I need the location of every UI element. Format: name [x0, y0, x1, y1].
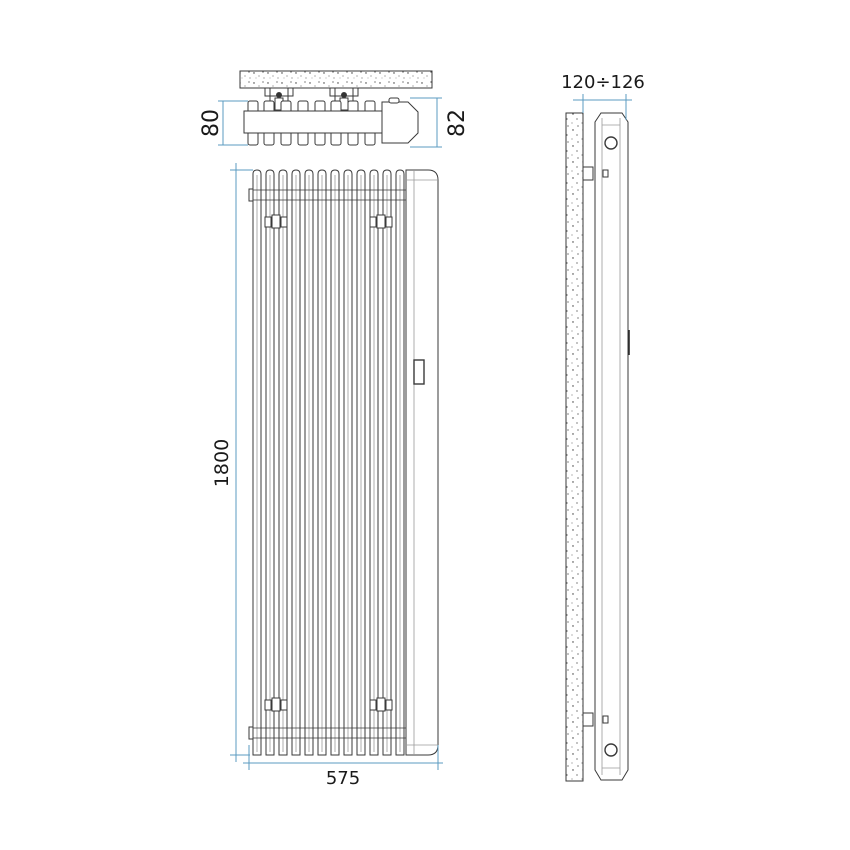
side-brackets [582, 166, 609, 727]
dimension-label-82: 82 [445, 109, 470, 137]
radiator-tubes [252, 169, 405, 756]
pipe-end-top [604, 136, 618, 150]
side-view: 120÷126 [561, 72, 645, 782]
control-unit [413, 359, 425, 385]
pipe-end-bottom [604, 743, 618, 757]
dimension-label-1800: 1800 [211, 439, 233, 487]
dimension-1800 [230, 163, 253, 762]
dimension-label-80: 80 [199, 109, 224, 137]
header-bar [243, 110, 385, 134]
dimension-label-575: 575 [326, 768, 360, 789]
end-cap [405, 169, 439, 756]
dimension-80 [218, 100, 248, 146]
wall-section-side [565, 112, 584, 782]
end-cap-top [381, 101, 419, 144]
front-view: 1800 575 [211, 163, 443, 789]
wall-section [239, 70, 433, 89]
dimension-575 [243, 745, 443, 770]
dimension-label-120-126: 120÷126 [561, 72, 645, 93]
tube-inner-lines [256, 175, 401, 752]
mounting-brackets [264, 214, 393, 712]
top-view: 80 82 [199, 70, 470, 148]
header-bands [253, 189, 410, 739]
radiator-side-body [594, 112, 629, 781]
dimension-82 [410, 97, 442, 148]
dimension-120-126 [573, 94, 632, 120]
